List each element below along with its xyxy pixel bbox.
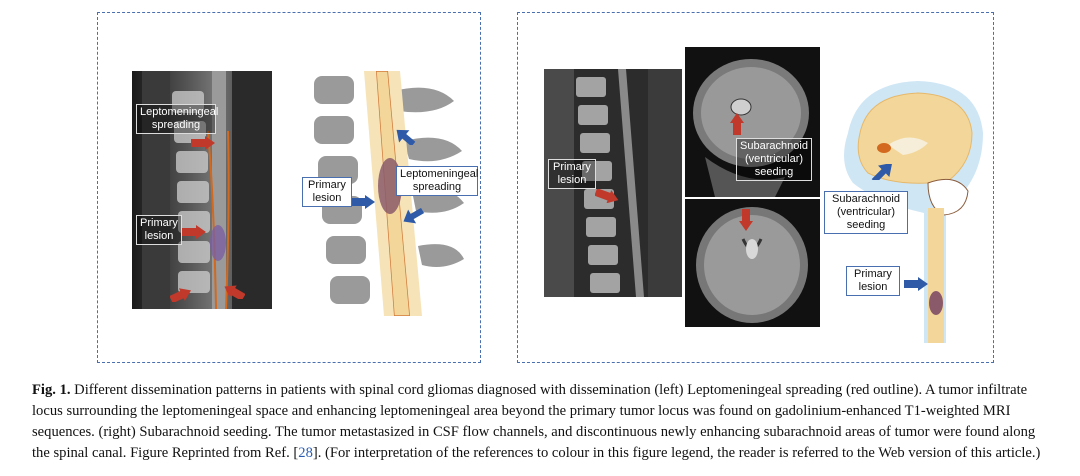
subarachnoid-label-mri: Subarachnoid (ventricular) seeding <box>736 138 812 181</box>
figure-caption: Fig. 1. Different dissemination patterns… <box>32 380 1052 464</box>
leptomeningeal-label-mri: Leptomeningeal spreading <box>136 104 218 134</box>
primary-lesion-label-mri: Primary lesion <box>136 215 182 245</box>
left-figure-panel: Leptomeningeal spreading Primary lesion … <box>97 12 481 363</box>
red-arrow-icon <box>191 136 215 150</box>
primary-lesion-label-spine-mri: Primary lesion <box>548 159 596 189</box>
caption-text-end: ]. (For interpretation of the references… <box>312 445 1041 461</box>
primary-lesion-label-diagram: Primary lesion <box>846 266 900 296</box>
red-arrow-icon <box>739 209 753 231</box>
red-arrow-icon <box>170 288 191 302</box>
sagittal-spine-mri-subarachnoid <box>544 69 682 297</box>
figure-label: Fig. 1. <box>32 382 71 398</box>
reference-link[interactable]: 28 <box>298 445 313 461</box>
red-arrow-icon <box>730 113 744 135</box>
primary-lesion-label-diagram: Primary lesion <box>302 177 352 207</box>
brain-csf-diagram <box>844 81 983 343</box>
blue-arrow-icon <box>871 164 893 180</box>
blue-arrow-icon <box>396 129 416 145</box>
axial-brain-mri <box>685 199 820 327</box>
sagittal-brain-mri <box>685 47 820 197</box>
blue-arrow-icon <box>904 277 928 291</box>
caption-text: Different dissemination patterns in pati… <box>32 382 1036 461</box>
blue-arrow-icon <box>403 208 424 224</box>
sagittal-spine-mri-leptomeningeal <box>132 71 272 309</box>
blue-arrow-icon <box>351 195 375 209</box>
right-figure-panel: Primary lesion Subarachnoid (ventricular… <box>517 12 994 363</box>
leptomeningeal-label-diagram: Leptomeningeal spreading <box>396 166 478 196</box>
red-arrow-icon <box>224 285 245 299</box>
red-arrow-icon <box>182 225 206 239</box>
red-arrow-icon <box>595 189 619 203</box>
subarachnoid-label-diagram: Subarachnoid (ventricular) seeding <box>824 191 908 234</box>
